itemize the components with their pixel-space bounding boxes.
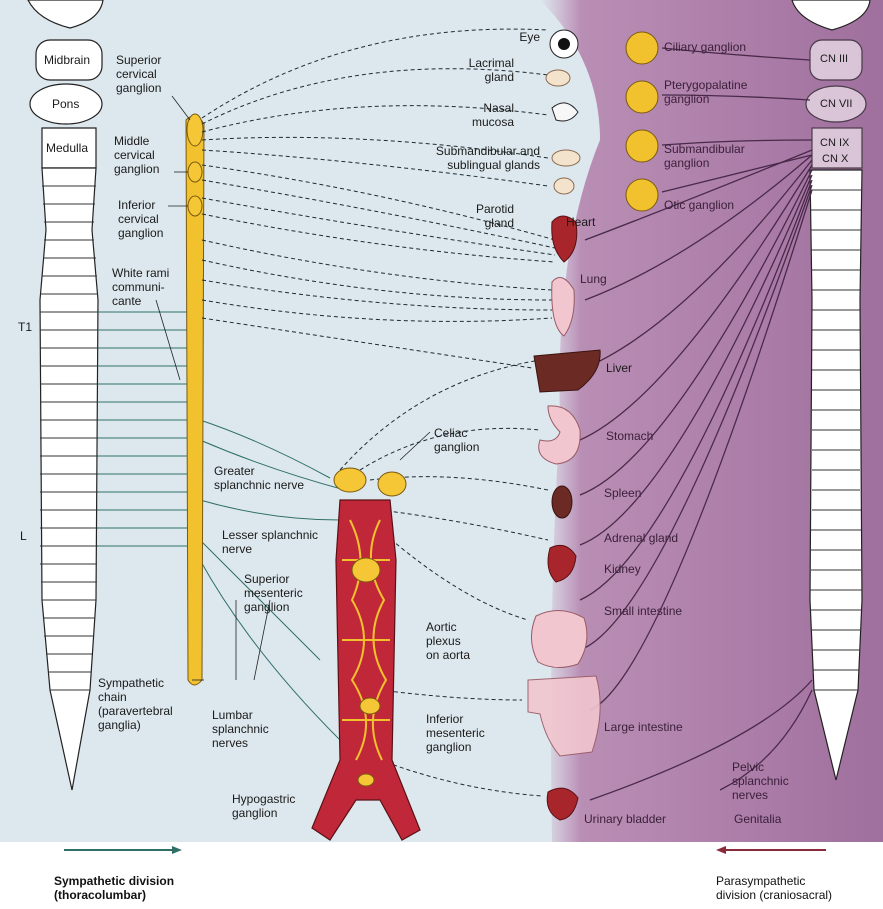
nasal-mucosa-label: Nasal mucosa (414, 101, 514, 129)
genitalia-label: Genitalia (734, 812, 781, 826)
submandibular-gland-shape (552, 150, 580, 166)
submandibular-ganglion-shape (626, 130, 658, 162)
cn3-label: CN III (820, 52, 848, 66)
otic-ganglion-label: Otic ganglion (664, 198, 734, 212)
submandibular-glands-label: Submandibular and sublingual glands (400, 144, 540, 172)
middle-cervical-ganglion-label: Middle cervical ganglion (114, 134, 159, 176)
kidney-label: Kidney (604, 562, 641, 576)
spleen-label: Spleen (604, 486, 641, 500)
small-intestine-label: Small intestine (604, 604, 682, 618)
pterygopalatine-ganglion-label: Pterygopalatine ganglion (664, 78, 747, 106)
sympathetic-chain-label: Sympathetic chain (paravertebral ganglia… (98, 676, 173, 732)
sympathetic-chain (186, 114, 204, 685)
celiac-ganglion-shape (334, 468, 366, 492)
small-intestine-shape (531, 610, 586, 667)
cn10-label: CN X (822, 152, 848, 166)
midbrain-label: Midbrain (44, 53, 90, 67)
inferior-mesenteric-ganglion-shape (360, 698, 380, 714)
eye-label: Eye (440, 30, 540, 44)
l-marker: L (20, 529, 27, 543)
inferior-mesenteric-label: Inferior mesenteric ganglion (426, 712, 485, 754)
hypogastric-ganglion-label: Hypogastric ganglion (232, 792, 295, 820)
superior-mesenteric-label: Superior mesenteric ganglion (244, 572, 303, 614)
cn7-label: CN VII (820, 97, 852, 111)
parasympathetic-division-title: Parasympathetic division (craniosacral) (716, 874, 832, 902)
liver-label: Liver (606, 361, 632, 375)
large-intestine-label: Large intestine (604, 720, 683, 734)
otic-ganglion-shape (626, 179, 658, 211)
lumbar-splanchnic-label: Lumbar splanchnic nerves (212, 708, 269, 750)
hypogastric-ganglion-shape (358, 774, 374, 786)
pons-label: Pons (52, 97, 79, 111)
inferior-cervical-ganglion-shape (188, 196, 202, 216)
middle-cervical-ganglion-shape (188, 162, 202, 182)
celiac-ganglion-label: Celiac ganglion (434, 426, 479, 454)
submandibular-ganglion-label: Submandibular ganglion (664, 142, 745, 170)
spinal-column-right (810, 170, 862, 780)
superior-cervical-ganglion-label: Superior cervical ganglion (116, 53, 161, 95)
stomach-label: Stomach (606, 429, 653, 443)
lacrimal-gland-label: Lacrimal gland (414, 56, 514, 84)
parotid-gland-label: Parotid gland (414, 202, 514, 230)
ciliary-ganglion-label: Ciliary ganglion (664, 40, 746, 54)
lung-label: Lung (580, 272, 607, 286)
pelvic-splanchnic-label: Pelvic splanchnic nerves (732, 760, 789, 802)
inferior-cervical-ganglion-label: Inferior cervical ganglion (118, 198, 163, 240)
t1-marker: T1 (18, 320, 32, 334)
lesser-splanchnic-label: Lesser splanchnic nerve (222, 528, 318, 556)
adrenal-gland-label: Adrenal gland (604, 531, 678, 545)
parotid-gland-shape (554, 178, 574, 194)
superior-mesenteric-ganglion-shape (352, 558, 380, 582)
aortic-plexus-label: Aortic plexus on aorta (426, 620, 470, 662)
urinary-bladder-label: Urinary bladder (584, 812, 666, 826)
heart-label: Heart (566, 215, 595, 229)
sympathetic-division-title: Sympathetic division (thoracolumbar) (54, 874, 174, 902)
white-rami-label: White rami communi- cante (112, 266, 169, 308)
lacrimal-gland-shape (546, 70, 570, 86)
ciliary-ganglion-shape (626, 32, 658, 64)
spleen-shape (552, 486, 572, 518)
cn9-label: CN IX (820, 136, 849, 150)
greater-splanchnic-label: Greater splanchnic nerve (214, 464, 304, 492)
medulla-label: Medulla (46, 141, 88, 155)
pterygopalatine-ganglion-shape (626, 81, 658, 113)
